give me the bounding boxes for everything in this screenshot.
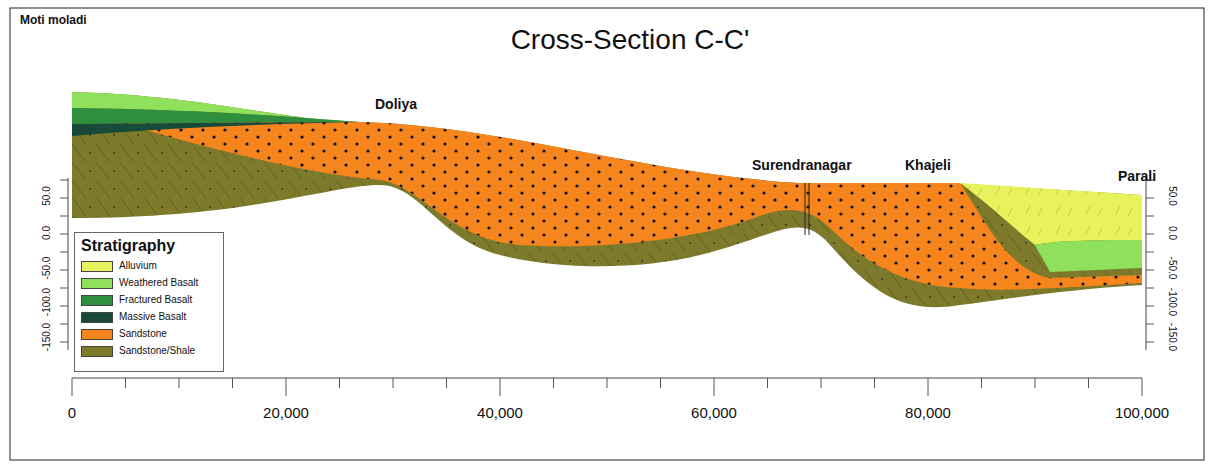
place-name: Parali: [1118, 168, 1156, 184]
tick: [874, 378, 875, 388]
tick: [393, 378, 394, 388]
shale-layer: [72, 92, 1142, 307]
elevation-label: -50.0: [1167, 257, 1178, 280]
tick: [1146, 252, 1154, 253]
elevation-label: 0.0: [1167, 226, 1178, 240]
legend-swatch: [81, 346, 113, 357]
tick: [125, 378, 126, 388]
place-name: Khajeli: [905, 157, 951, 173]
tick: [1146, 270, 1154, 271]
distance-label: 80,000: [905, 404, 951, 421]
sandstone-layer: [110, 117, 1142, 289]
tick: [660, 378, 661, 388]
tick: [60, 306, 68, 307]
tick: [714, 378, 715, 396]
tick: [286, 378, 287, 396]
distance-label: 0: [68, 404, 76, 421]
legend-swatch: [81, 295, 113, 306]
legend-text: Massive Basalt: [119, 311, 186, 322]
elevation-label: 50.0: [1167, 186, 1178, 205]
distance-label: 40,000: [477, 404, 523, 421]
place-name: Surendranagar: [752, 157, 852, 173]
legend-heading: Stratigraphy: [81, 237, 175, 255]
elevation-label: -100.0: [1167, 288, 1178, 316]
tick: [60, 270, 68, 271]
tick: [981, 378, 982, 388]
elevation-label: 50.0: [41, 186, 52, 205]
tick: [232, 378, 233, 388]
tick: [607, 378, 608, 388]
tick: [1146, 234, 1154, 235]
tick: [1146, 342, 1154, 343]
place-name: Doliya: [375, 96, 417, 112]
elevation-label: 0.0: [41, 226, 52, 240]
tick: [60, 342, 68, 343]
tick: [1146, 324, 1154, 325]
frame: [10, 8, 1204, 460]
tick: [60, 216, 68, 217]
tick: [821, 378, 822, 388]
massive-basalt: [72, 122, 360, 136]
tick: [553, 378, 554, 388]
tick: [1088, 378, 1089, 388]
distance-label: 20,000: [263, 404, 309, 421]
tick: [60, 288, 68, 289]
legend-swatch: [81, 312, 113, 323]
elevation-label: -100.0: [41, 288, 52, 316]
borehole: [805, 183, 809, 235]
fractured-basalt: [72, 108, 360, 124]
legend-swatch: [81, 261, 113, 272]
legend-swatch: [81, 278, 113, 289]
distance-label: 100,000: [1115, 404, 1169, 421]
legend-text: Sandstone/Shale: [119, 345, 195, 356]
place-name: Moti moladi: [20, 13, 87, 27]
tick: [928, 378, 929, 396]
tick: [446, 378, 447, 388]
alluvium: [960, 183, 1142, 245]
axis-ticks: [60, 180, 1154, 396]
tick: [1035, 378, 1036, 388]
legend-text: Alluvium: [119, 260, 157, 271]
weathered-basalt-right: [1035, 240, 1142, 272]
legend-swatch: [81, 329, 113, 340]
tick: [60, 234, 68, 235]
tick: [1146, 198, 1154, 199]
tick: [72, 378, 73, 396]
legend-text: Weathered Basalt: [119, 277, 198, 288]
tick: [1146, 216, 1154, 217]
tick: [60, 324, 68, 325]
tick: [60, 180, 68, 181]
tick: [1142, 378, 1143, 396]
legend-text: Fractured Basalt: [119, 294, 192, 305]
tick: [1146, 288, 1154, 289]
title: Cross-Section C-C': [511, 24, 750, 56]
distance-label: 60,000: [691, 404, 737, 421]
tick: [339, 378, 340, 388]
tick: [60, 198, 68, 199]
elevation-label: -50.0: [41, 257, 52, 280]
tick: [767, 378, 768, 388]
legend-box: StratigraphyAlluviumWeathered BasaltFrac…: [74, 232, 224, 372]
elevation-label: -150.0: [41, 323, 52, 351]
elevation-label: -150.0: [1167, 323, 1178, 351]
legend-text: Sandstone: [119, 328, 167, 339]
tick: [500, 378, 501, 396]
tick: [179, 378, 180, 388]
tick: [60, 252, 68, 253]
tick: [1146, 306, 1154, 307]
